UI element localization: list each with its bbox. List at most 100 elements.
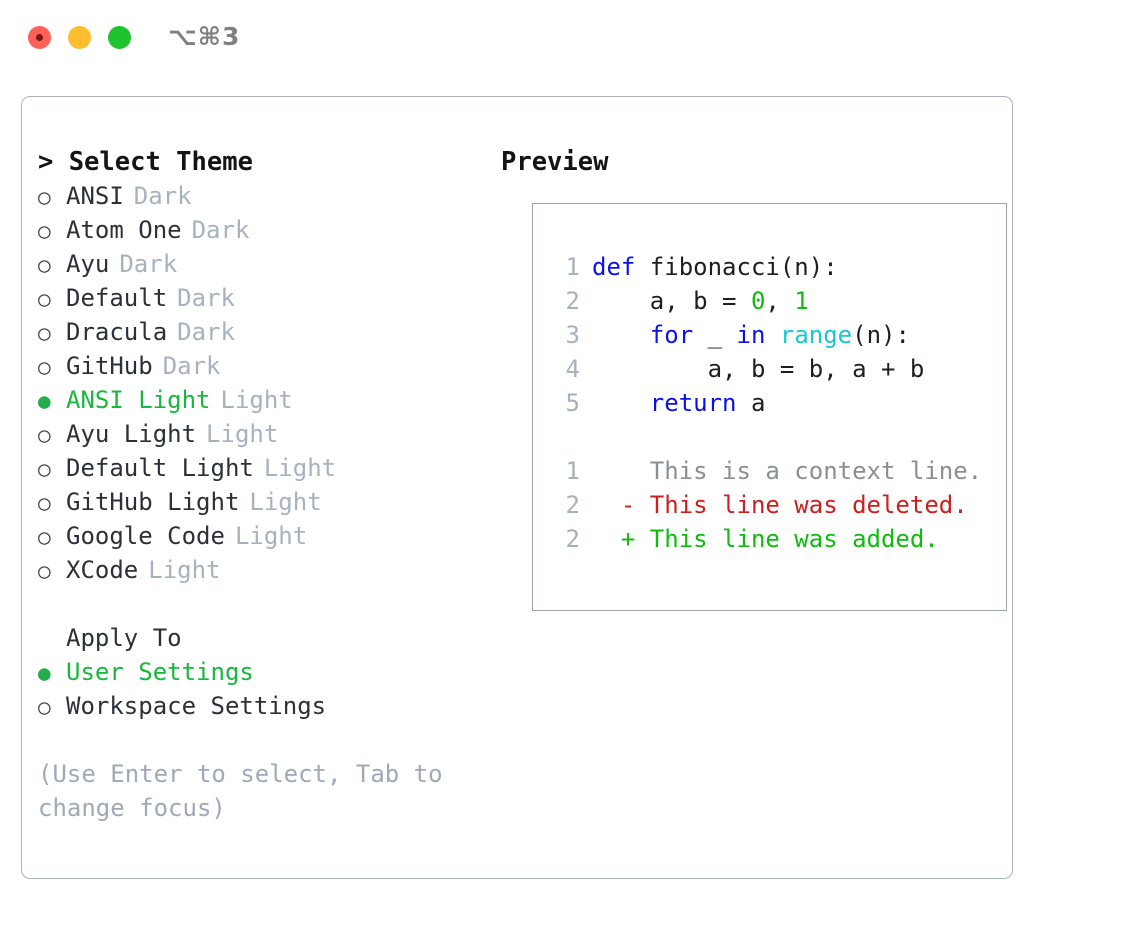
code-token: for [649,321,694,349]
theme-list-item[interactable]: ○ Default Light Light [38,451,488,485]
theme-kind-label: Light [234,522,308,550]
theme-name-label: Dracula [66,318,168,346]
theme-name-label: Google Code [66,522,225,550]
theme-name-label: GitHub Light [66,488,240,516]
code-line: 5 return a [550,386,982,420]
theme-name-label: Ayu [66,250,110,278]
theme-name-label: ANSI [66,182,124,210]
code-line-number: 3 [565,321,580,349]
theme-kind-label: Dark [177,284,235,312]
apply-to-option[interactable]: ○Workspace Settings [38,689,488,723]
theme-kind-label: Light [148,556,221,584]
code-line-number: 1 [565,457,580,485]
theme-kind-label: Dark [119,250,178,278]
radio-unselected-icon[interactable]: ○ [38,355,51,379]
diff-line: 2 + This line was added. [550,522,982,556]
code-blank-line [550,420,982,454]
code-line-number: 5 [565,389,580,417]
code-line: 2 a, b = 0, 1 [550,284,982,318]
diff-line: 1 This is a context line. [550,454,983,488]
theme-kind-label: Light [249,488,322,516]
apply-to-option[interactable]: ●User Settings [38,655,488,689]
theme-name-label: Default Light [66,454,254,482]
code-token: , [765,287,795,315]
radio-unselected-icon[interactable]: ○ [38,253,51,277]
code-token: range [779,321,853,349]
theme-list-item[interactable]: ○ Google Code Light [38,519,488,553]
apply-to-list[interactable]: ●User Settings○Workspace Settings [38,655,488,723]
diff-text: This is a context line. [649,457,983,485]
traffic-light-group [28,26,131,49]
theme-list-item[interactable]: ○ XCode Light [38,553,488,587]
code-token: a, b = [592,287,751,315]
code-line-number: 2 [565,491,580,519]
minimize-button[interactable] [68,26,91,49]
keyboard-hint-text: (Use Enter to select, Tab to change focu… [38,760,458,822]
theme-list-item[interactable]: ● ANSI Light Light [38,383,488,417]
theme-name-label: Default [66,284,168,312]
radio-selected-icon[interactable]: ● [38,661,51,685]
radio-selected-icon[interactable]: ● [38,389,51,413]
close-button[interactable] [28,26,51,49]
radio-unselected-icon[interactable]: ○ [38,491,51,515]
diff-text: This line was deleted. [649,491,968,519]
radio-unselected-icon[interactable]: ○ [38,423,51,447]
spacer [38,587,488,621]
code-token: 1 [794,287,809,315]
radio-unselected-icon[interactable]: ○ [38,185,51,209]
diff-text: This line was added. [649,525,939,553]
radio-unselected-icon[interactable]: ○ [38,219,51,243]
radio-unselected-icon[interactable]: ○ [38,321,51,345]
maximize-button[interactable] [108,26,131,49]
code-line: 3 for _ in range(n): [550,318,982,352]
code-token: fibonacci(n): [635,253,838,281]
code-token [592,318,650,352]
theme-list-item[interactable]: ○ GitHub Light Light [38,485,488,519]
theme-kind-label: Dark [191,216,250,244]
radio-unselected-icon[interactable]: ○ [38,525,51,549]
code-token: _ [693,321,737,349]
apply-to-heading: Apply To [66,624,182,652]
radio-unselected-icon[interactable]: ○ [38,695,51,719]
title-bar: ⌥⌘3 [0,0,1140,76]
code-token: 0 [750,287,766,315]
theme-list-item[interactable]: ○ Ayu Dark [38,247,488,281]
radio-unselected-icon[interactable]: ○ [38,457,51,481]
code-line: 4 a, b = b, a + b [550,352,982,386]
code-token [592,386,650,420]
diff-marker: + [592,525,650,553]
code-token: a, b = b, a + b [592,355,925,383]
theme-name-label: GitHub [66,352,153,380]
theme-list-item[interactable]: ○ ANSI Dark [38,179,488,213]
code-token: in [736,321,766,349]
theme-name-label: ANSI Light [66,386,211,414]
code-line-number: 2 [565,287,580,315]
theme-kind-label: Light [220,386,293,414]
code-token [765,318,779,352]
code-token: return [649,389,737,417]
code-line-number: 4 [565,355,580,383]
code-line-number: 1 [565,253,580,281]
theme-list-item[interactable]: ○ Default Dark [38,281,488,315]
theme-kind-label: Light [263,454,337,482]
theme-kind-label: Light [206,420,279,448]
radio-unselected-icon[interactable]: ○ [38,559,51,583]
radio-unselected-icon[interactable]: ○ [38,287,51,311]
theme-kind-label: Dark [133,182,192,210]
diff-line: 2 - This line was deleted. [550,488,982,522]
diff-marker: - [592,491,650,519]
diff-marker [592,454,650,488]
theme-name-label: XCode [66,556,139,584]
code-token: a [736,389,766,417]
